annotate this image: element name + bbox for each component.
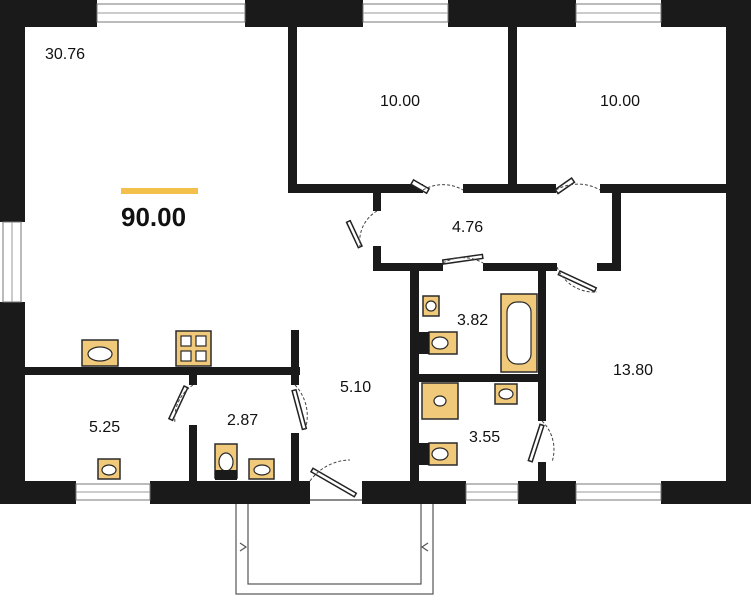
toilet-icon bbox=[214, 443, 238, 480]
toilet-icon bbox=[419, 442, 458, 466]
washbasin-icon bbox=[248, 458, 275, 480]
total-area-accent-bar bbox=[121, 188, 198, 194]
shower-tray-icon bbox=[421, 382, 459, 420]
room-area-bedroom-1: 10.00 bbox=[380, 93, 420, 110]
room-area-bedroom-3: 13.80 bbox=[613, 362, 653, 379]
total-area: 90.00 bbox=[121, 202, 186, 232]
outer-walls bbox=[0, 0, 751, 504]
washbasin-icon bbox=[494, 383, 518, 405]
washbasin-icon bbox=[97, 458, 121, 480]
washbasin-icon bbox=[422, 295, 440, 317]
room-area-hall: 5.10 bbox=[340, 379, 371, 396]
doors bbox=[167, 176, 601, 498]
sink-icon bbox=[81, 339, 119, 367]
room-area-shower-room: 3.55 bbox=[469, 429, 500, 446]
bathtub-icon bbox=[500, 293, 538, 373]
room-area-bedroom-2: 10.00 bbox=[600, 93, 640, 110]
stove-icon bbox=[175, 330, 212, 367]
balcony bbox=[235, 499, 434, 595]
room-area-wc-small: 2.87 bbox=[227, 412, 258, 429]
windows bbox=[2, 3, 662, 501]
room-area-bathroom: 3.82 bbox=[457, 312, 488, 329]
room-area-living: 30.76 bbox=[45, 46, 85, 63]
fixtures bbox=[81, 293, 538, 480]
room-area-kitchen-room: 5.25 bbox=[89, 419, 120, 436]
toilet-icon bbox=[419, 331, 458, 355]
room-area-corridor: 4.76 bbox=[452, 219, 483, 236]
interior-walls bbox=[25, 27, 726, 481]
